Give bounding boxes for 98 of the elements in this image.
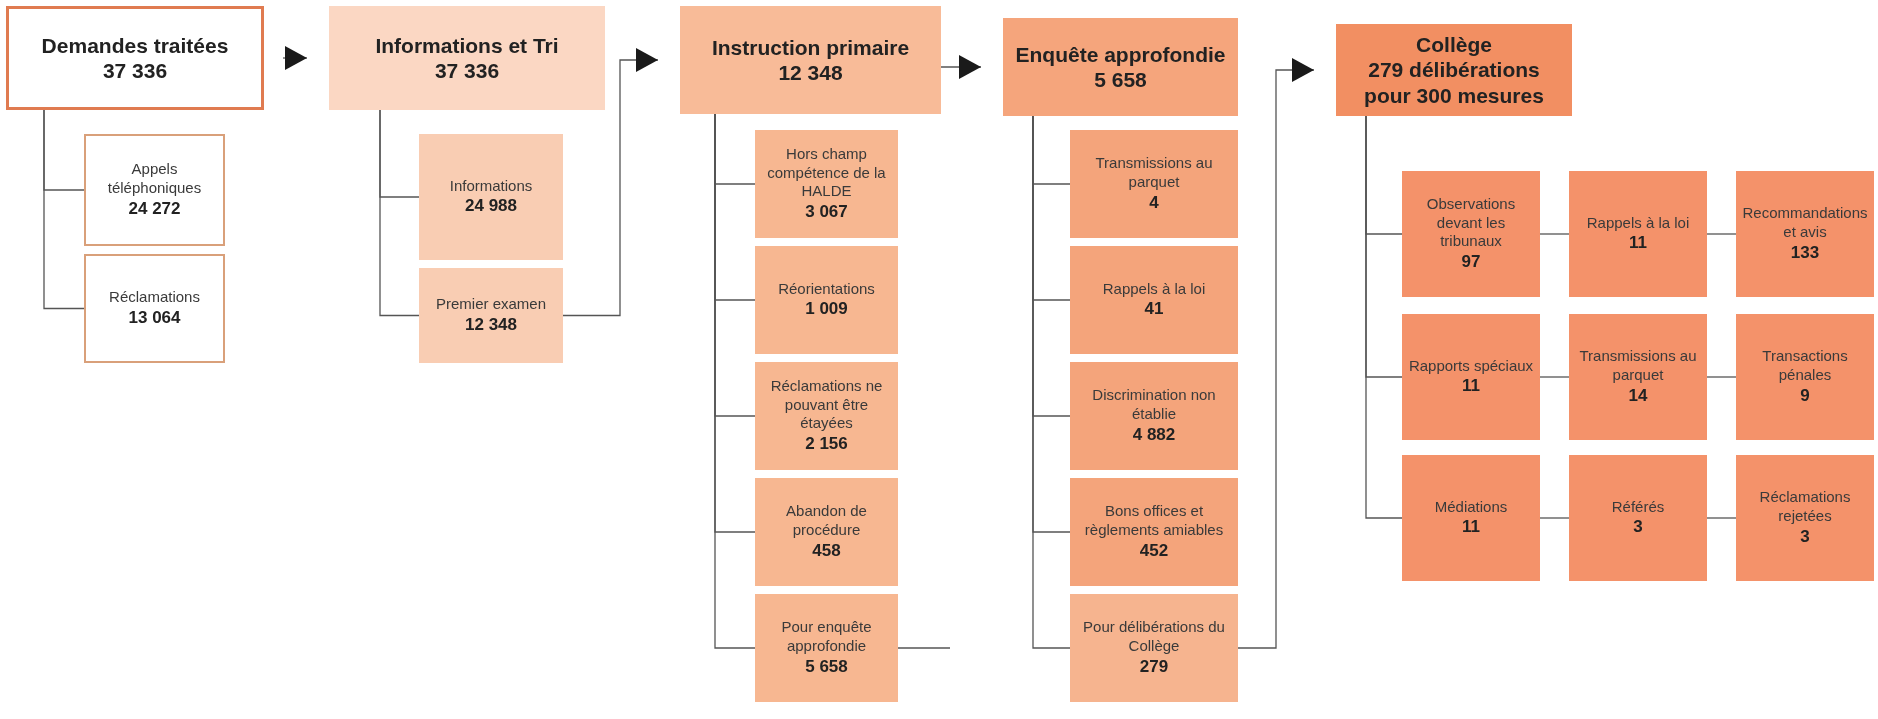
category-label: Hors champ compétence de la HALDE <box>766 144 887 202</box>
category-box <box>1569 314 1707 440</box>
count-value: 9 <box>1800 384 1810 407</box>
category-label: Réclamations rejetées <box>1758 488 1852 526</box>
count-value: 41 <box>1144 298 1164 321</box>
stage-box <box>1003 18 1238 116</box>
count-value: 3 067 <box>805 201 848 224</box>
stage-title: Collège <box>1416 32 1492 58</box>
category-box <box>755 130 898 238</box>
category-label: Médiations <box>1434 497 1508 517</box>
category-box <box>1070 594 1238 702</box>
count-value: 37 336 <box>434 58 500 84</box>
stage-box <box>1336 24 1572 116</box>
count-value: 3 <box>1633 516 1643 539</box>
category-label: Recommandations et avis <box>1742 204 1868 242</box>
category-box <box>1070 130 1238 238</box>
category-label: Rappels à la loi <box>1102 279 1206 299</box>
stage-box <box>680 6 941 114</box>
count-value: 4 <box>1149 191 1159 214</box>
category-label: Transmissions au parquet <box>1094 154 1214 192</box>
connector-line <box>897 647 951 649</box>
category-box <box>1736 314 1874 440</box>
stage-title: Enquête approfondie <box>1015 41 1226 67</box>
category-box <box>1070 478 1238 586</box>
category-label: Transactions pénales <box>1761 347 1849 385</box>
count-value: 452 <box>1139 539 1169 562</box>
arrow <box>1237 58 1315 649</box>
category-label: Réorientations <box>778 279 875 299</box>
count-value: 279 <box>1139 655 1169 678</box>
count-value: 24 272 <box>128 197 181 220</box>
category-box <box>1070 246 1238 354</box>
count-value: 11 <box>1462 516 1480 539</box>
category-label: Pour délibérations du Collège <box>1082 618 1226 656</box>
category-label: Transmissions au parquet <box>1578 347 1698 385</box>
count-value: 12 348 <box>778 60 843 86</box>
connector-line <box>43 109 85 310</box>
category-label: Abandon de procédure <box>785 502 868 540</box>
count-value: 458 <box>812 539 841 562</box>
count-value: 24 988 <box>465 195 517 218</box>
count-value: 1 009 <box>805 298 848 321</box>
category-box <box>1569 171 1707 297</box>
count-value: 3 <box>1800 525 1810 548</box>
category-box <box>84 134 225 246</box>
count-value: 279 délibérations pour 300 mesures <box>1363 57 1545 108</box>
count-value: 97 <box>1461 251 1481 274</box>
category-box <box>1402 171 1540 297</box>
category-box <box>84 254 225 363</box>
category-label: Réclamations ne pouvant être étayées <box>769 376 884 434</box>
count-value: 11 <box>1629 232 1647 255</box>
category-box <box>419 268 563 363</box>
count-value: 37 336 <box>102 58 168 84</box>
category-box <box>755 594 898 702</box>
connector-line <box>1706 517 1737 519</box>
category-box <box>1402 314 1540 440</box>
category-box <box>1070 362 1238 470</box>
count-value: 133 <box>1790 241 1820 264</box>
stage-title: Demandes traitées <box>41 32 229 58</box>
category-label: Pour enquête approfondie <box>780 618 873 656</box>
stage-title: Instruction primaire <box>711 34 910 60</box>
count-value: 2 156 <box>805 433 848 456</box>
category-label: Informations <box>449 176 533 196</box>
stage-box <box>6 6 264 110</box>
count-value: 5 658 <box>1094 67 1147 93</box>
stage-title: Informations et Tri <box>375 32 559 58</box>
count-value: 11 <box>1462 375 1480 398</box>
connector-line <box>1706 233 1737 235</box>
arrow <box>940 55 982 79</box>
category-label: Référés <box>1611 497 1665 517</box>
category-box <box>1402 455 1540 581</box>
category-box <box>1736 455 1874 581</box>
count-value: 5 658 <box>805 655 848 678</box>
category-label: Premier examen <box>435 295 546 314</box>
arrow <box>282 46 308 70</box>
stage-box <box>329 6 605 110</box>
connector-line <box>1539 376 1570 378</box>
category-box <box>755 478 898 586</box>
connector-line <box>1539 517 1570 519</box>
arrow <box>562 48 659 317</box>
connector-line <box>1706 376 1737 378</box>
count-value: 12 348 <box>465 313 517 336</box>
category-box <box>419 134 563 260</box>
category-label: Appels téléphoniques <box>106 160 203 198</box>
category-label: Discrimination non établie <box>1091 386 1217 424</box>
connector-line <box>1365 115 1403 519</box>
category-box <box>755 362 898 470</box>
connector-line <box>379 109 420 317</box>
category-box <box>755 246 898 354</box>
category-box <box>1736 171 1874 297</box>
connector-line <box>1539 233 1570 235</box>
count-value: 13 064 <box>128 306 181 329</box>
category-label: Observations devant les tribunaux <box>1425 194 1517 252</box>
category-box <box>1569 455 1707 581</box>
category-label: Réclamations <box>109 288 200 307</box>
category-label: Rappels à la loi <box>1586 213 1690 233</box>
count-value: 14 <box>1628 384 1648 407</box>
category-label: Bons offices et règlements amiables <box>1083 502 1225 540</box>
category-label: Rapports spéciaux <box>1408 356 1534 376</box>
count-value: 4 882 <box>1132 423 1176 446</box>
